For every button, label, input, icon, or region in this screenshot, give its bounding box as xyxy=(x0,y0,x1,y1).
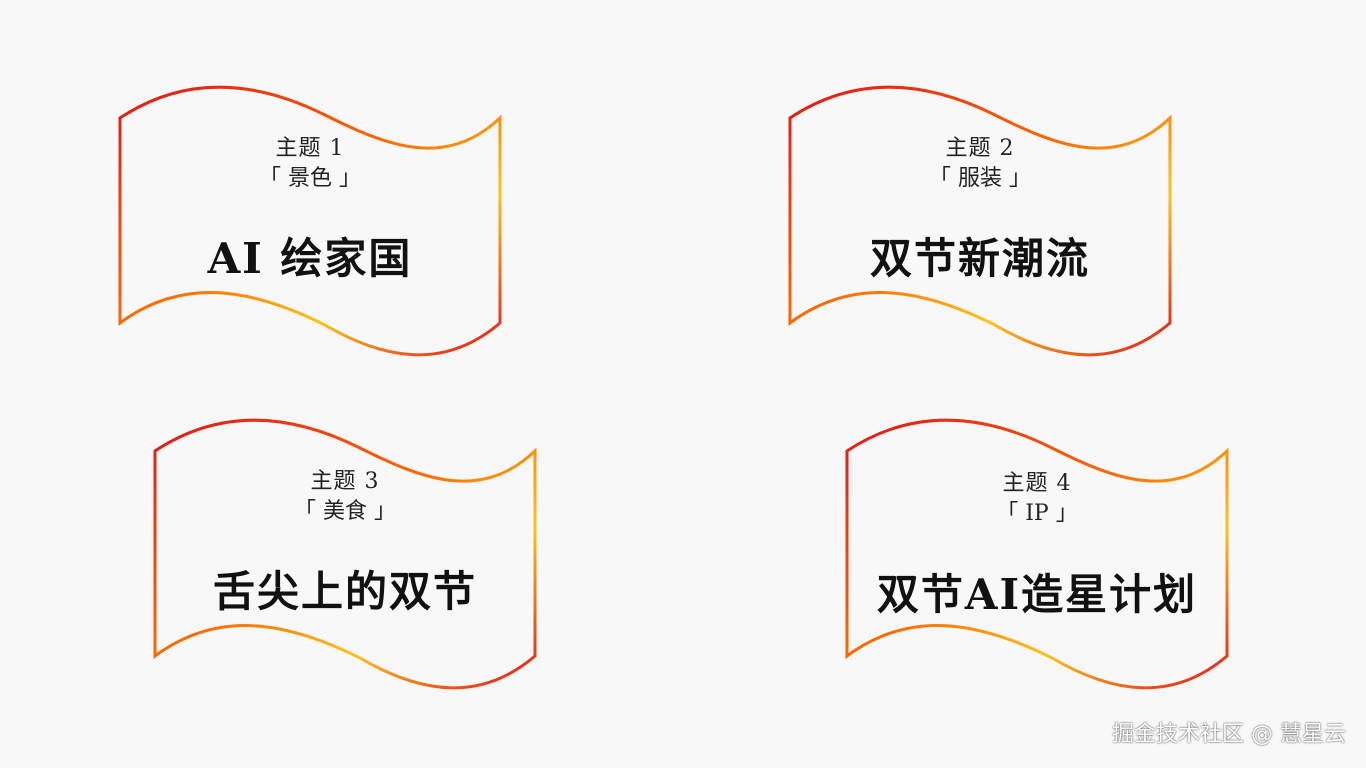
topic-category: 「 美食 」 xyxy=(294,499,396,524)
theme-card-2[interactable]: 主题 2 「 服装 」 双节新潮流 xyxy=(785,80,1175,360)
watermark: 掘金技术社区 @ 慧星云 xyxy=(1112,722,1346,747)
theme-card-1[interactable]: 主题 1 「 景色 」 AI 绘家国 xyxy=(115,80,505,360)
topic-title: 双节新潮流 xyxy=(869,234,1090,283)
topic-category: 「 IP 」 xyxy=(996,501,1078,526)
topic-number: 主题 2 xyxy=(945,136,1015,161)
wave-flag-frame xyxy=(118,85,502,357)
topic-category: 「 服装 」 xyxy=(929,166,1031,191)
wave-flag-frame xyxy=(153,418,537,690)
topic-number: 主题 1 xyxy=(275,136,345,161)
topic-number: 主题 3 xyxy=(310,469,380,494)
topic-category: 「 景色 」 xyxy=(259,166,361,191)
topic-title: AI 绘家国 xyxy=(207,234,413,283)
theme-card-3[interactable]: 主题 3 「 美食 」 舌尖上的双节 xyxy=(150,413,540,693)
topic-title: 双节AI造星计划 xyxy=(876,570,1198,619)
wave-flag-frame xyxy=(788,85,1172,357)
wave-flag-frame xyxy=(845,418,1229,690)
topic-title: 舌尖上的双节 xyxy=(212,567,477,616)
topic-number: 主题 4 xyxy=(1002,471,1072,496)
theme-card-4[interactable]: 主题 4 「 IP 」 双节AI造星计划 xyxy=(842,413,1232,693)
